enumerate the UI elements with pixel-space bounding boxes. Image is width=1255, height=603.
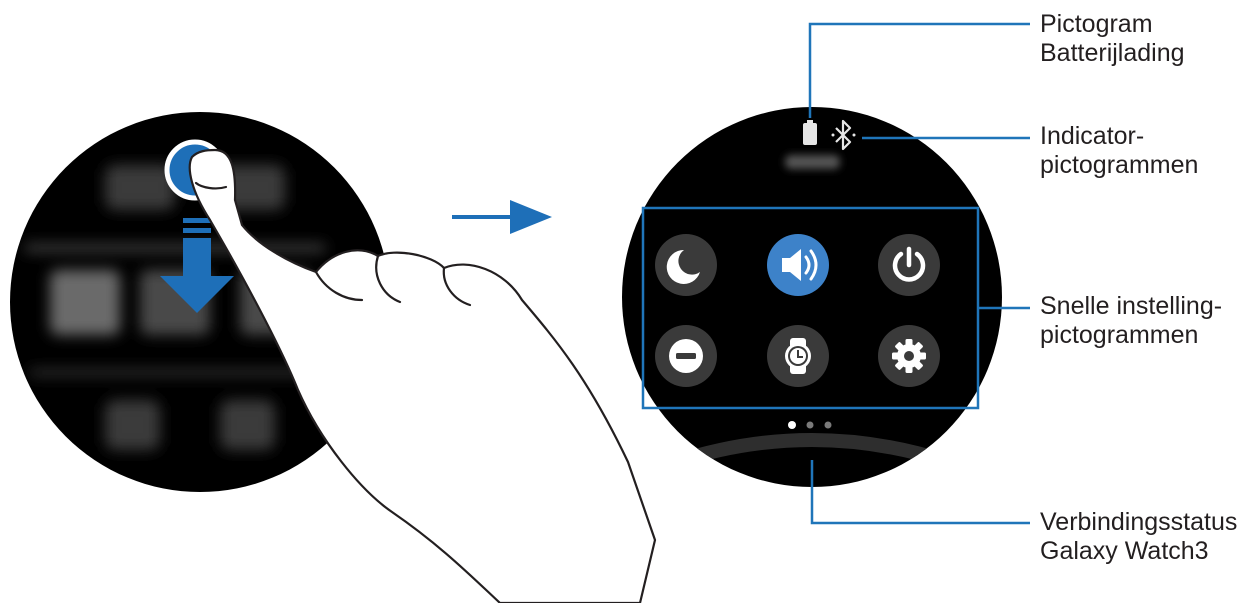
connection-label-line1: Verbindingsstatus [1040, 508, 1237, 537]
transition-arrow-icon [452, 200, 552, 234]
right-watch [622, 107, 1002, 487]
indicator-label: Indicator- pictogrammen [1040, 122, 1198, 180]
battery-label-line2: Batterijlading [1040, 39, 1185, 68]
status-time-blur [785, 155, 840, 169]
quick-settings-label-line2: pictogrammen [1040, 321, 1222, 350]
connection-label: Verbindingsstatus Galaxy Watch3 [1040, 508, 1237, 566]
gear-icon[interactable] [878, 325, 940, 387]
page-dot-active [788, 421, 796, 429]
indicator-label-line1: Indicator- [1040, 122, 1198, 151]
battery-callout-line [810, 24, 1030, 118]
volume-icon[interactable] [767, 234, 829, 296]
battery-label: Pictogram Batterijlading [1040, 10, 1185, 68]
connection-label-line2: Galaxy Watch3 [1040, 537, 1237, 566]
battery-label-line1: Pictogram [1040, 10, 1185, 39]
moon-icon[interactable] [655, 234, 717, 296]
power-icon[interactable] [878, 234, 940, 296]
watch-icon[interactable] [767, 325, 829, 387]
quick-settings-label: Snelle instelling- pictogrammen [1040, 292, 1222, 350]
page-dot [807, 422, 814, 429]
indicator-label-line2: pictogrammen [1040, 151, 1198, 180]
page-dot [825, 422, 832, 429]
minus-icon[interactable] [655, 325, 717, 387]
quick-settings-label-line1: Snelle instelling- [1040, 292, 1222, 321]
battery-icon [803, 120, 817, 145]
